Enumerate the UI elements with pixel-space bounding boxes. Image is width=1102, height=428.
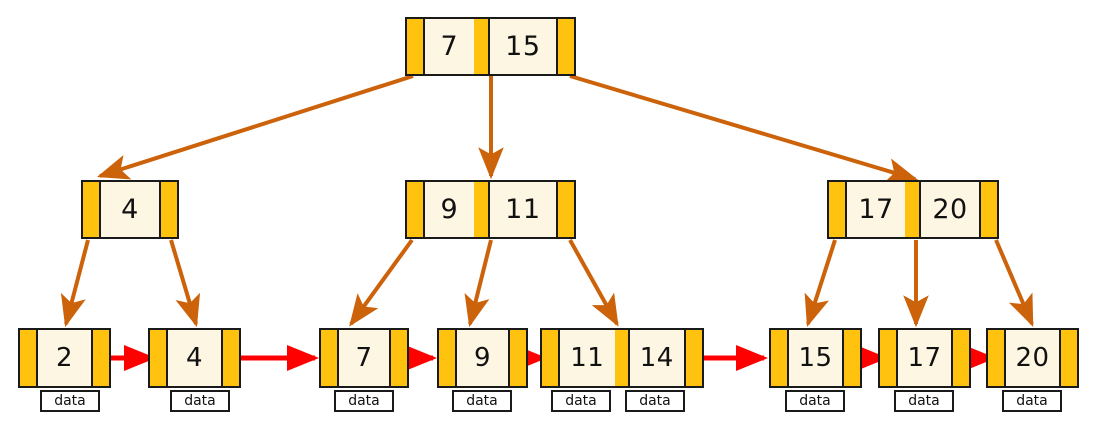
root-key-1: 15 — [489, 19, 557, 74]
leaf-11-14-separator[interactable] — [614, 330, 630, 386]
leaf-20-pointer-next[interactable] — [1059, 330, 1077, 386]
node-leaf-20[interactable]: 20 — [986, 328, 1079, 388]
edge-root-to-internal-right — [569, 74, 919, 184]
leaf-7-data-0[interactable]: data — [334, 390, 394, 412]
node-root[interactable]: 7 15 — [405, 17, 576, 76]
leaf-17-key-0: 17 — [898, 330, 951, 386]
leaf-2-key-0: 2 — [38, 330, 91, 386]
edge-internal-right-to-leaf-20 — [994, 239, 1034, 327]
internal-middle-child-edges — [349, 238, 619, 328]
leaf-17-data-0[interactable]: data — [894, 390, 954, 412]
internal-middle-pointer-0[interactable] — [407, 182, 425, 237]
node-internal-middle[interactable]: 9 11 — [405, 180, 576, 239]
root-pointer-2[interactable] — [556, 19, 575, 74]
leaf-9-data-0[interactable]: data — [452, 390, 512, 412]
leaf-4-pointer-prev[interactable] — [150, 330, 168, 386]
leaf-9-pointer-prev[interactable] — [439, 330, 457, 386]
internal-middle-pointer-2[interactable] — [556, 182, 575, 237]
node-internal-left[interactable]: 4 — [81, 180, 179, 239]
root-child-edges — [96, 74, 919, 184]
internal-right-key-1: 20 — [921, 182, 979, 237]
internal-left-pointer-1[interactable] — [159, 182, 177, 237]
node-internal-right[interactable]: 17 20 — [827, 180, 999, 239]
leaf-15-key-0: 15 — [789, 330, 842, 386]
leaf-11-14-key-0: 11 — [560, 330, 615, 386]
internal-right-child-edges — [804, 239, 1034, 328]
leaf-20-data-0[interactable]: data — [1002, 390, 1062, 412]
leaf-15-pointer-next[interactable] — [842, 330, 860, 386]
leaf-7-pointer-next[interactable] — [389, 330, 407, 386]
node-leaf-4[interactable]: 4 — [148, 328, 241, 388]
edge-root-to-internal-left — [96, 74, 414, 180]
node-leaf-2[interactable]: 2 — [18, 328, 111, 388]
edge-internal-left-to-leaf-2 — [60, 239, 90, 328]
leaf-17-pointer-next[interactable] — [951, 330, 969, 386]
node-leaf-7[interactable]: 7 — [319, 328, 409, 388]
leaf-11-14-key-1: 14 — [629, 330, 684, 386]
leaf-2-pointer-next[interactable] — [91, 330, 109, 386]
leaf-15-data-0[interactable]: data — [785, 390, 845, 412]
root-key-0: 7 — [425, 19, 474, 74]
leaf-4-key-0: 4 — [168, 330, 221, 386]
internal-left-key-0: 4 — [101, 182, 159, 237]
leaf-15-pointer-prev[interactable] — [771, 330, 789, 386]
root-pointer-1[interactable] — [473, 19, 490, 74]
node-leaf-11-14[interactable]: 11 14 — [540, 328, 704, 388]
leaf-17-pointer-prev[interactable] — [880, 330, 898, 386]
node-leaf-17[interactable]: 17 — [878, 328, 971, 388]
edge-internal-left-to-leaf-4 — [169, 239, 201, 328]
leaf-20-key-0: 20 — [1006, 330, 1059, 386]
leaf-4-data-0[interactable]: data — [170, 390, 230, 412]
leaf-20-pointer-prev[interactable] — [988, 330, 1006, 386]
edge-internal-middle-to-leaf-7 — [349, 238, 414, 327]
internal-middle-key-1: 11 — [489, 182, 557, 237]
leaf-2-pointer-prev[interactable] — [20, 330, 38, 386]
internal-right-pointer-0[interactable] — [829, 182, 847, 237]
leaf-11-14-pointer-next[interactable] — [684, 330, 702, 386]
leaf-7-pointer-prev[interactable] — [321, 330, 339, 386]
node-leaf-15[interactable]: 15 — [769, 328, 862, 388]
internal-right-pointer-1[interactable] — [905, 182, 921, 237]
internal-middle-key-0: 9 — [425, 182, 474, 237]
leaf-11-14-pointer-prev[interactable] — [542, 330, 560, 386]
internal-middle-pointer-1[interactable] — [473, 182, 490, 237]
edge-internal-right-to-leaf-15 — [804, 239, 837, 328]
leaf-9-pointer-next[interactable] — [508, 330, 526, 386]
leaf-7-key-0: 7 — [339, 330, 389, 386]
leaf-4-pointer-next[interactable] — [221, 330, 239, 386]
internal-right-key-0: 17 — [847, 182, 905, 237]
edge-internal-middle-to-leaf-9 — [464, 239, 493, 328]
internal-left-child-edges — [60, 239, 201, 328]
leaf-11-14-data-1[interactable]: data — [625, 390, 685, 412]
leaf-2-data-0[interactable]: data — [40, 390, 100, 412]
node-leaf-9[interactable]: 9 — [437, 328, 528, 388]
leaf-9-key-0: 9 — [457, 330, 508, 386]
edge-internal-middle-to-leaf-11 — [568, 239, 619, 327]
leaf-11-14-data-0[interactable]: data — [551, 390, 611, 412]
internal-left-pointer-0[interactable] — [83, 182, 101, 237]
internal-right-pointer-2[interactable] — [979, 182, 997, 237]
root-pointer-0[interactable] — [407, 19, 425, 74]
